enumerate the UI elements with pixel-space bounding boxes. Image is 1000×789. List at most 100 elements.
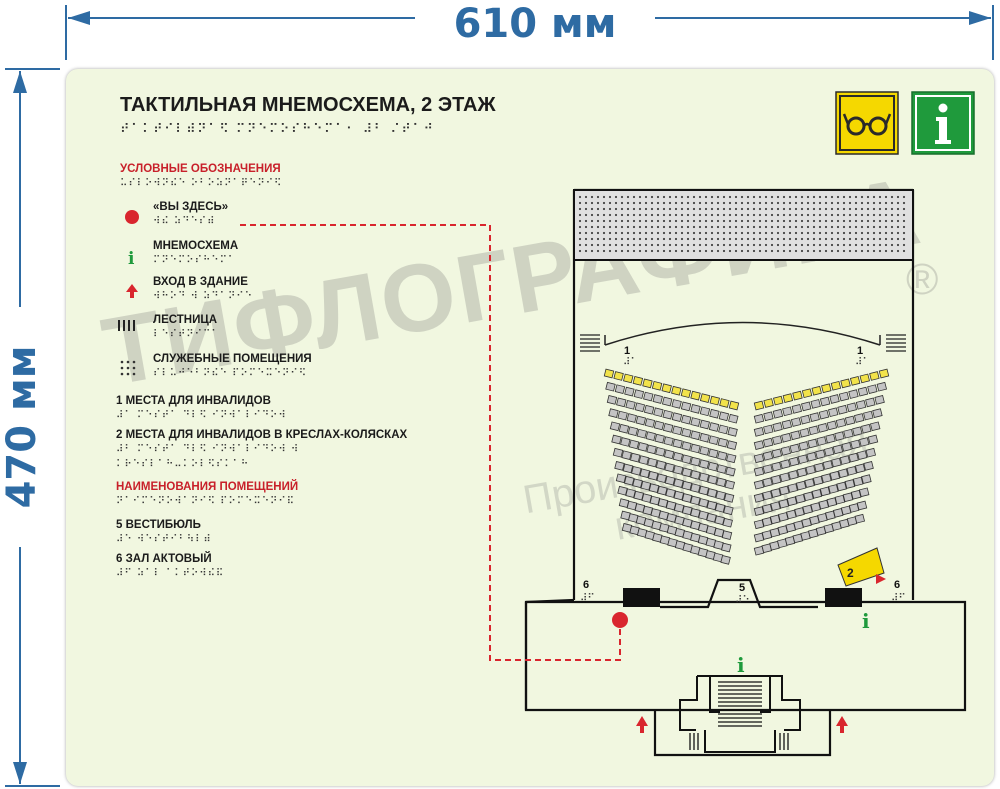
- seat: [717, 437, 729, 448]
- service-dot: [710, 237, 714, 241]
- service-dot: [836, 195, 840, 199]
- seat: [770, 488, 782, 498]
- service-dot: [728, 195, 732, 199]
- service-dot: [686, 195, 690, 199]
- service-dot: [620, 237, 624, 241]
- seat: [808, 425, 819, 436]
- seat: [714, 515, 725, 526]
- service-dot: [686, 225, 690, 229]
- service-dot: [620, 195, 624, 199]
- service-dot: [698, 231, 702, 235]
- service-dot: [758, 219, 762, 223]
- legend-mnemoscheme: МНЕМОСХЕМА: [153, 240, 239, 252]
- service-dot: [806, 207, 810, 211]
- service-dot: [632, 219, 636, 223]
- seat: [614, 461, 625, 471]
- seat: [852, 476, 864, 487]
- service-dot: [812, 207, 816, 211]
- service-dot: [638, 195, 642, 199]
- service-dot: [674, 207, 678, 211]
- seat: [859, 437, 870, 447]
- service-dot: [746, 195, 750, 199]
- seat: [624, 386, 635, 397]
- service-dot: [608, 231, 612, 235]
- service-dot: [806, 195, 810, 199]
- service-dot: [584, 207, 588, 211]
- service-dot: [698, 237, 702, 241]
- service-dot: [596, 207, 600, 211]
- service-dot: [716, 213, 720, 217]
- service-dot: [788, 219, 792, 223]
- service-dot: [632, 231, 636, 235]
- service-dot: [746, 237, 750, 241]
- accessible-seat: [690, 390, 701, 401]
- legend-item2: 2 МЕСТА ДЛЯ ИНВАЛИДОВ В КРЕСЛАХ-КОЛЯСКАХ: [116, 429, 408, 441]
- map-braille-6-right: ⠼⠋: [891, 593, 906, 604]
- service-dot: [902, 195, 906, 199]
- service-dot: [848, 207, 852, 211]
- service-dot: [728, 237, 732, 241]
- seat: [781, 432, 792, 443]
- braille-item1: ⠼⠁ ⠍⠑⠎⠞⠁ ⠙⠇⠫ ⠊⠝⠺⠁⠇⠊⠙⠕⠺: [116, 410, 287, 421]
- stage-edges: [604, 335, 881, 345]
- seat: [761, 516, 773, 527]
- seat: [672, 425, 683, 436]
- service-dot: [584, 225, 588, 229]
- service-dot: [620, 201, 624, 205]
- seat: [720, 555, 731, 565]
- seat: [795, 480, 807, 491]
- seat: [680, 401, 692, 412]
- map-info-icon-center: i: [737, 653, 745, 677]
- seat: [762, 490, 773, 501]
- service-dot: [662, 195, 666, 199]
- seat: [779, 485, 790, 496]
- service-dot: [830, 201, 834, 205]
- seat: [786, 509, 797, 520]
- seat: [836, 481, 847, 492]
- height-dimension: 470 мм: [0, 60, 60, 789]
- accessible-seat: [763, 398, 774, 408]
- seat: [782, 406, 793, 417]
- service-dot: [890, 213, 894, 217]
- service-dot: [782, 237, 786, 241]
- service-dot: [872, 201, 876, 205]
- service-dot: [674, 243, 678, 247]
- service-dot: [584, 231, 588, 235]
- service-dot: [668, 207, 672, 211]
- seat: [616, 397, 627, 408]
- service-dot: [728, 213, 732, 217]
- accessible-seat: [792, 390, 803, 401]
- seat: [627, 426, 639, 437]
- service-dot: [662, 249, 666, 253]
- service-dot: [620, 207, 624, 211]
- service-dot: [644, 225, 648, 229]
- seat: [698, 472, 710, 483]
- service-dot: [752, 213, 756, 217]
- seat: [640, 480, 651, 491]
- service-dot: [590, 225, 594, 229]
- seat: [707, 488, 718, 498]
- seat: [681, 454, 692, 465]
- service-dot: [590, 207, 594, 211]
- service-dot: [716, 249, 720, 253]
- service-dot: [782, 195, 786, 199]
- service-dot: [680, 243, 684, 247]
- seat: [649, 495, 661, 506]
- service-dot: [752, 207, 756, 211]
- service-dot: [890, 195, 894, 199]
- service-dot: [866, 219, 870, 223]
- service-dot: [584, 237, 588, 241]
- seat: [825, 433, 836, 444]
- service-dot: [662, 219, 666, 223]
- seat: [635, 415, 647, 426]
- service-dot: [788, 249, 792, 253]
- seat: [848, 389, 859, 399]
- seat: [715, 477, 727, 488]
- service-dot: [716, 195, 720, 199]
- seat: [636, 428, 648, 439]
- service-dot: [806, 225, 810, 229]
- map-braille-5: ⠼⠑: [735, 595, 750, 606]
- seat: [805, 465, 816, 475]
- seat: [837, 404, 848, 415]
- service-dot: [698, 213, 702, 217]
